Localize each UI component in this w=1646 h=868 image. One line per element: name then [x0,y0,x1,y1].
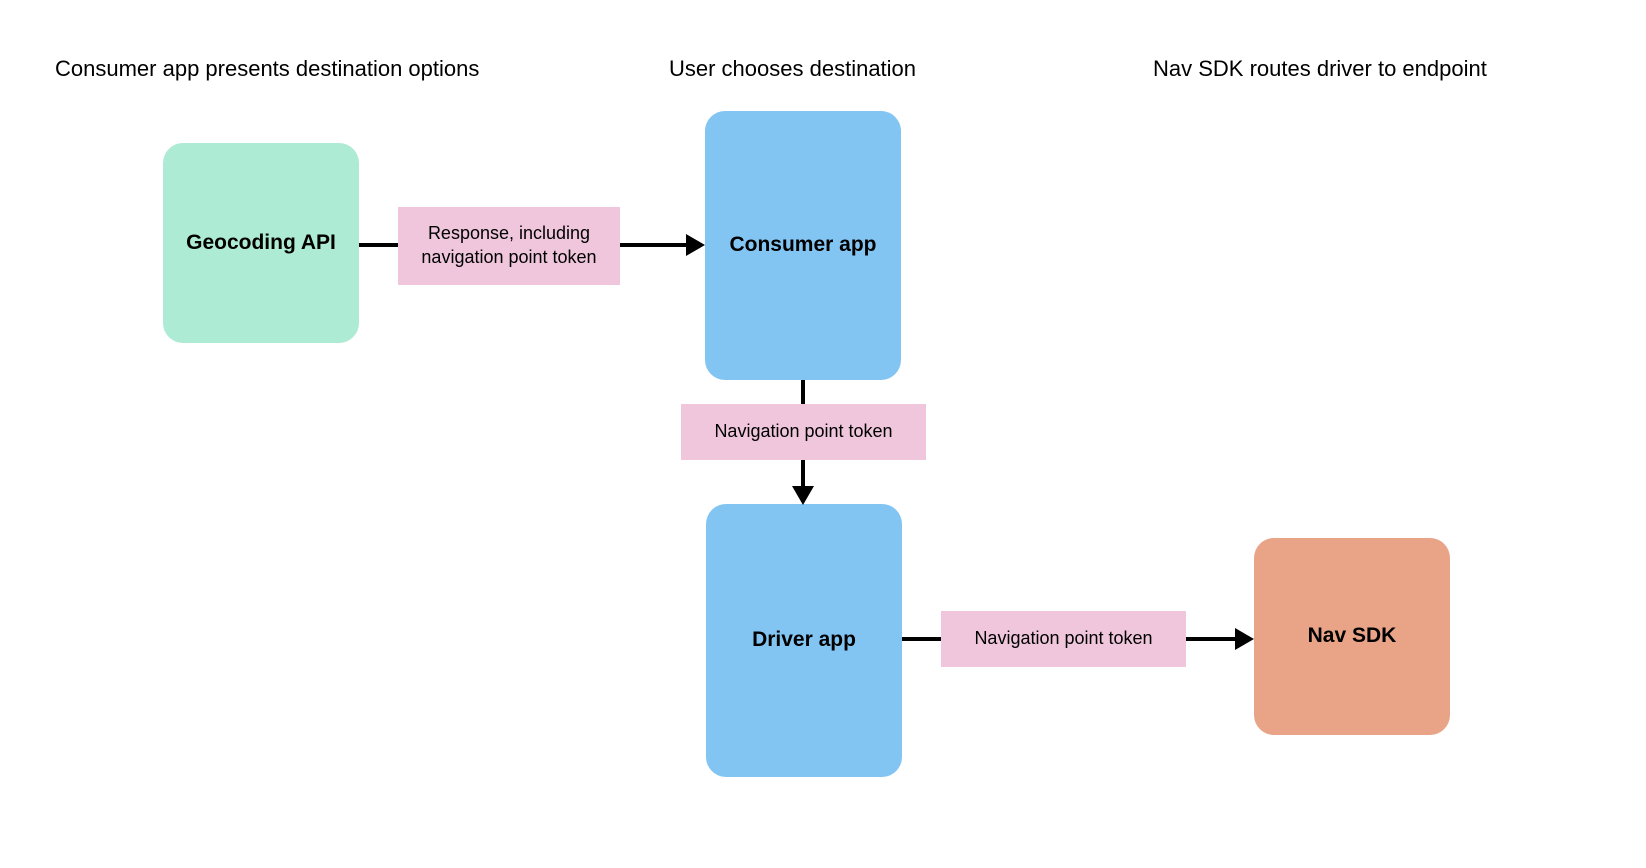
edge-label-response: Response, including navigation point tok… [398,207,620,285]
arrowhead-to-driver-app [792,486,814,505]
node-consumer-app[interactable]: Consumer app [705,111,901,380]
arrowhead-to-consumer-app [686,234,705,256]
edge-label-token-driver-navsdk: Navigation point token [941,611,1186,667]
heading-consumer-app-presents: Consumer app presents destination option… [55,56,480,81]
edge-label-token-driver-navsdk-text: Navigation point token [974,628,1153,649]
edge-label-token-consumer-driver-text: Navigation point token [714,421,893,442]
heading-user-chooses: User chooses destination [669,56,917,81]
connector-geocoding-to-label [358,243,400,247]
arrowhead-to-nav-sdk [1235,628,1254,650]
node-nav-sdk[interactable]: Nav SDK [1254,538,1450,735]
connector-label-to-consumer [618,243,688,247]
edge-label-response-text: Response, including navigation point tok… [421,223,597,267]
node-driver-app[interactable]: Driver app [706,504,902,777]
node-driver-app-label: Driver app [752,628,856,652]
connector-driver-to-label [900,637,944,641]
node-geocoding-api-label: Geocoding API [186,230,336,254]
node-geocoding-api[interactable]: Geocoding API [163,143,359,343]
heading-nav-sdk-routes: Nav SDK routes driver to endpoint [1153,56,1487,81]
node-consumer-app-label: Consumer app [729,233,877,257]
edge-label-token-consumer-driver: Navigation point token [681,404,926,460]
node-nav-sdk-label: Nav SDK [1307,624,1397,648]
connector-label-to-navsdk [1183,637,1237,641]
